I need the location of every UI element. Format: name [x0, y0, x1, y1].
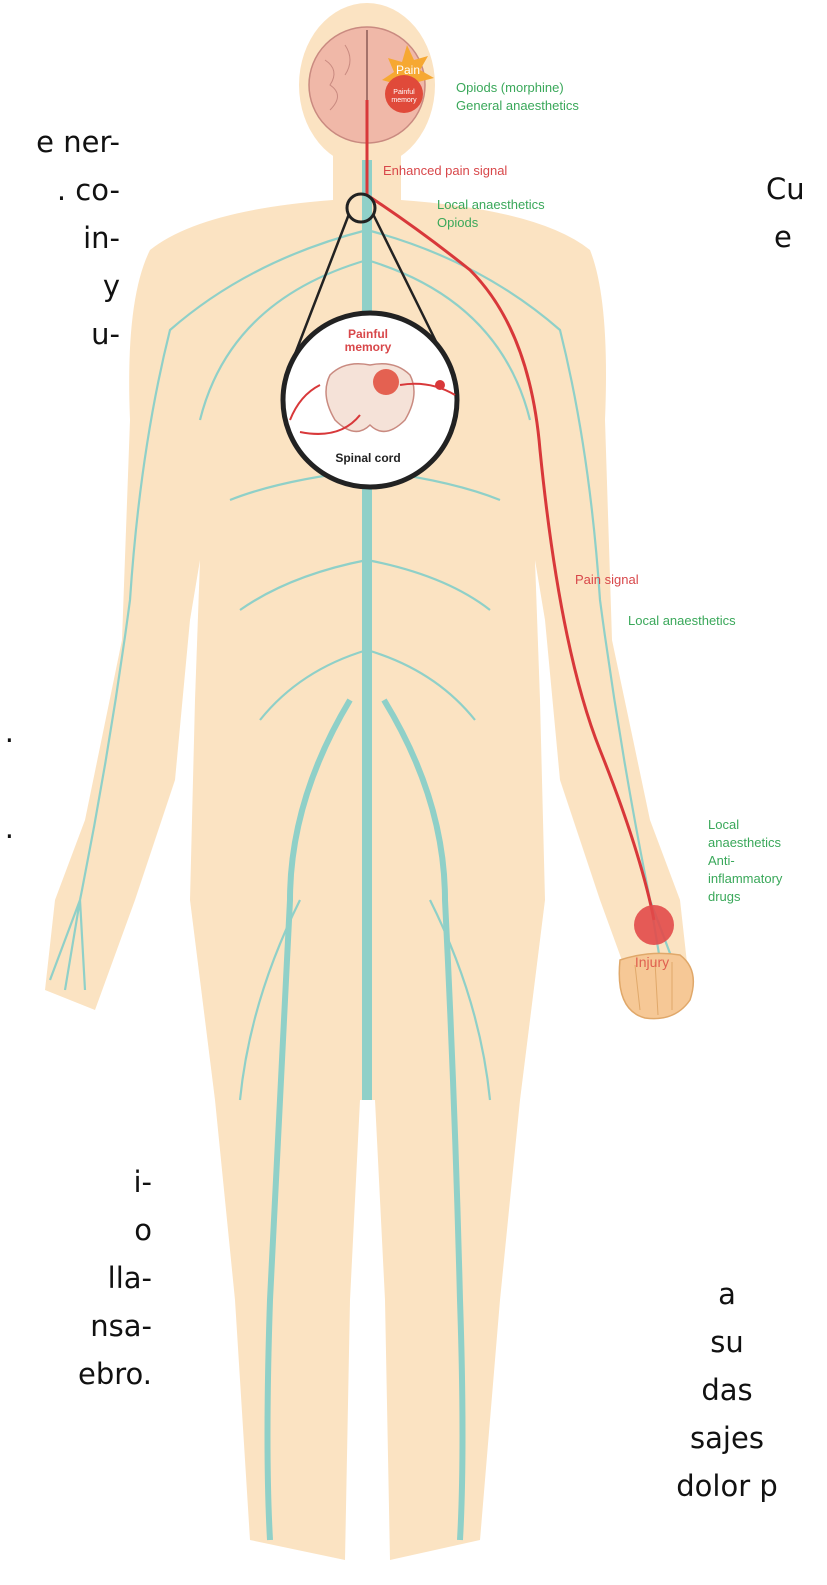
label-painful-memory-small: memory — [391, 97, 417, 104]
label-spinal-cord: Spinal cord — [335, 451, 400, 465]
painful-memory-spot — [373, 369, 399, 395]
label-local-anaesthetics: Local anaesthetics — [628, 613, 736, 628]
neuron-body — [435, 380, 445, 390]
label-painful-memory: memory — [345, 340, 392, 354]
label-painful-memory-small: Painful — [393, 89, 415, 96]
label-drugs: drugs — [708, 889, 741, 904]
label-pain: Pain — [396, 63, 420, 77]
label-anaesthetics: anaesthetics — [708, 835, 781, 850]
injury-spot — [634, 905, 674, 945]
label-opiods: Opiods — [437, 215, 479, 230]
label-painful-memory: Painful — [348, 327, 388, 341]
label-pain-signal: Pain signal — [575, 572, 639, 587]
spinal-cord-cross-section — [326, 364, 414, 432]
label-local: Local — [708, 817, 739, 832]
label-injury: Injury — [635, 954, 669, 970]
label-general-anaesthetics: General anaesthetics — [456, 98, 579, 113]
label-inflammatory: inflammatory — [708, 871, 783, 886]
label-local-anaesthetics: Local anaesthetics — [437, 197, 545, 212]
label-anti: Anti- — [708, 853, 735, 868]
label-enhanced-pain-signal: Enhanced pain signal — [383, 163, 507, 178]
label-opiods-morphine: Opiods (morphine) — [456, 80, 564, 95]
